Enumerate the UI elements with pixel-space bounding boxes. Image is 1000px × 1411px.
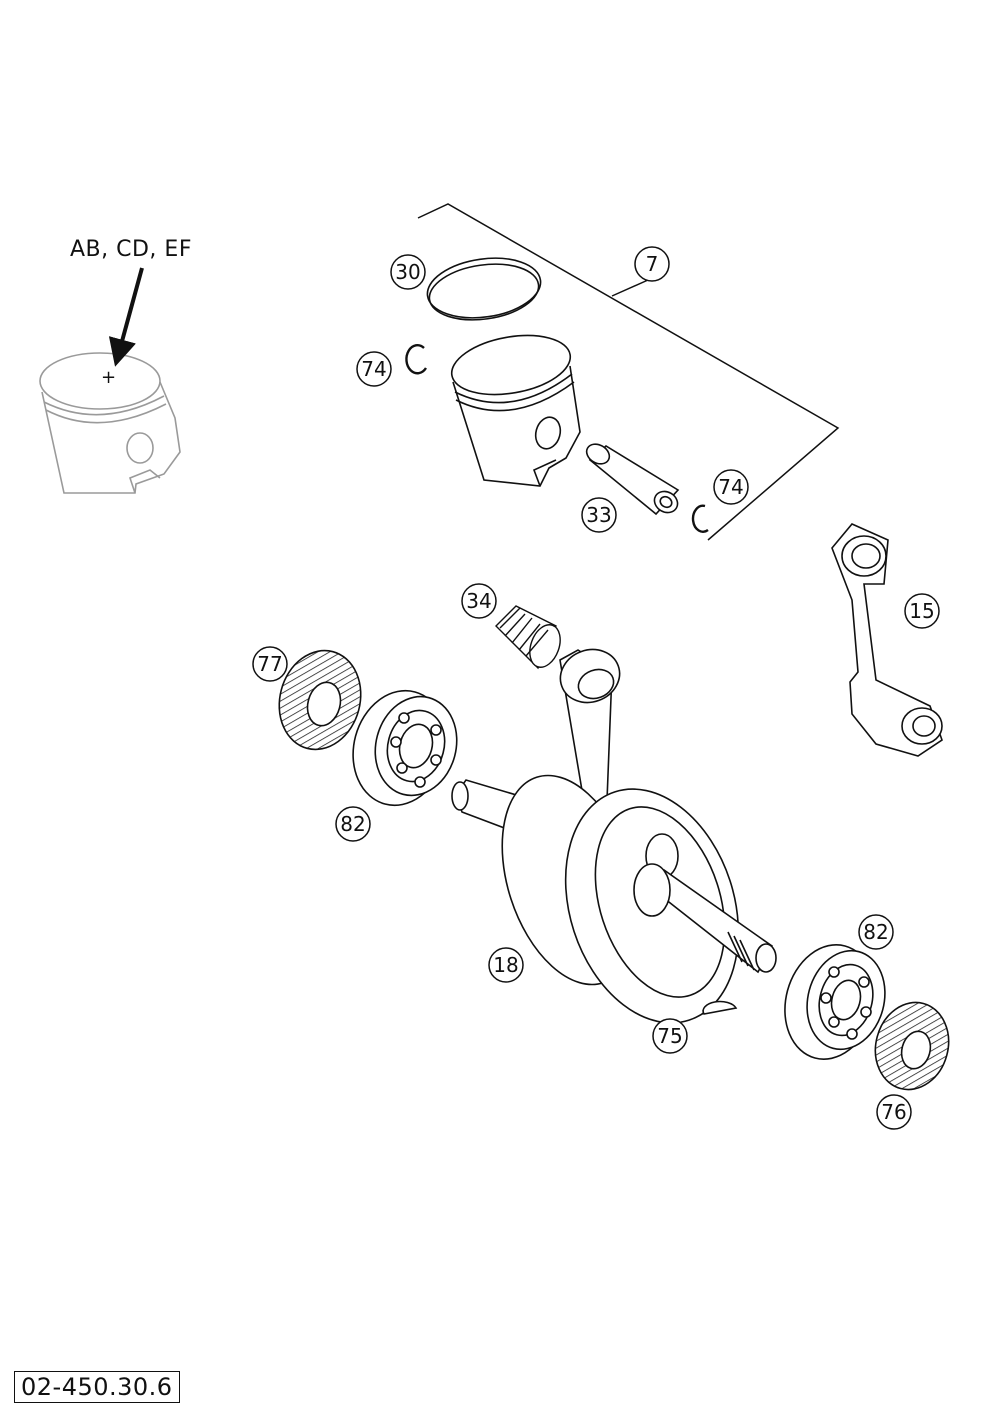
callout-bearing-right: 82 [858, 914, 894, 950]
svg-text:82: 82 [340, 812, 365, 836]
crankshaft [451, 648, 777, 1024]
svg-text:34: 34 [466, 589, 491, 613]
callout-seal-right: 76 [876, 1094, 912, 1130]
callout-kit: 7 [634, 246, 670, 282]
seal-left [278, 649, 362, 751]
bearing-right [784, 944, 886, 1060]
svg-text:7: 7 [646, 252, 659, 276]
circlip-top [405, 344, 428, 375]
connecting-rod [831, 523, 943, 757]
callout-bearing-left: 82 [335, 806, 371, 842]
callout-seal-left: 77 [252, 646, 288, 682]
svg-text:30: 30 [395, 260, 420, 284]
callout-woodruff-key: 75 [652, 1018, 688, 1054]
svg-text:74: 74 [361, 357, 386, 381]
marking-arrow [108, 267, 144, 367]
marking-note: AB, CD, EF [70, 237, 192, 262]
reference-piston [39, 352, 181, 494]
svg-text:74: 74 [718, 475, 743, 499]
svg-text:15: 15 [909, 599, 934, 623]
needle-bearing [495, 605, 561, 670]
svg-text:33: 33 [586, 503, 611, 527]
callout-circlip-top: 74 [356, 351, 392, 387]
callout-wrist-pin: 33 [581, 497, 617, 533]
piston-ring [426, 257, 542, 321]
kit-bracket [417, 203, 840, 541]
bearing-left [352, 689, 458, 807]
seal-right [874, 1001, 950, 1091]
callout-ring: 30 [390, 254, 426, 290]
svg-text:82: 82 [863, 920, 888, 944]
drawing-code: 02-450.30.6 [14, 1371, 180, 1403]
callout-needle-bearing: 34 [461, 583, 497, 619]
piston [450, 334, 581, 487]
callout-circlip-right: 74 [713, 469, 749, 505]
callout-con-rod: 15 [904, 593, 940, 629]
callout-crankshaft: 18 [488, 947, 524, 983]
circlip-right [691, 504, 709, 533]
wrist-pin [585, 443, 680, 516]
svg-text:76: 76 [881, 1100, 906, 1124]
svg-text:75: 75 [657, 1024, 682, 1048]
marking-symbol: + [101, 367, 116, 388]
svg-text:18: 18 [493, 953, 518, 977]
svg-text:77: 77 [257, 652, 282, 676]
woodruff-key [702, 1000, 738, 1015]
